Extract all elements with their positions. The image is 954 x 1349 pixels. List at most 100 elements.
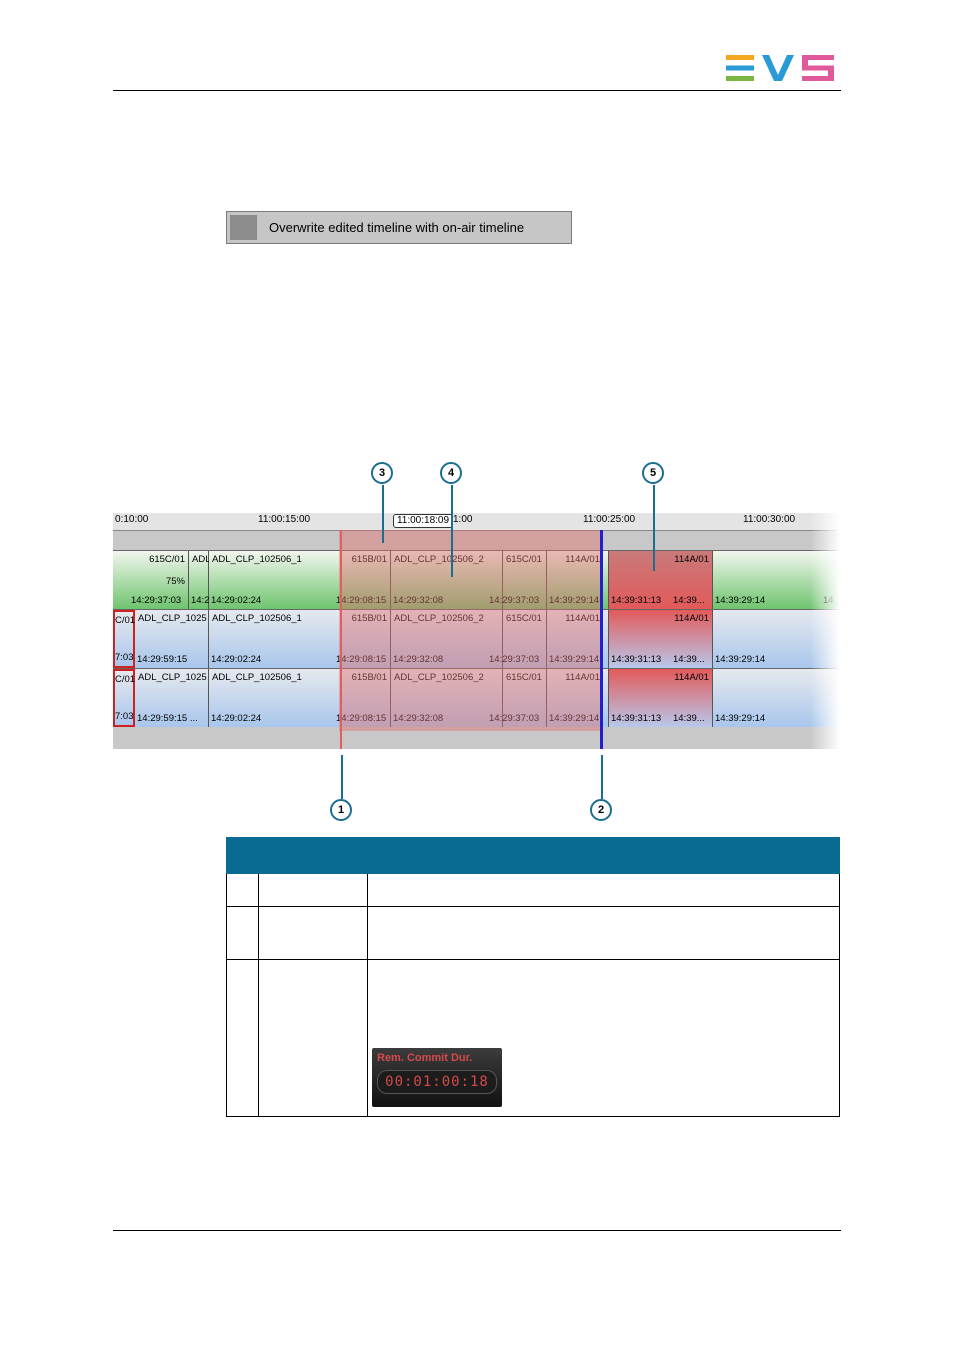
callout-pointer [653,485,655,571]
clip-name: ADL_CLP_102506_1 [212,613,302,624]
clip-name: 615B/01 [351,613,387,624]
clip-timecode: 14:39:31:13 [611,713,662,724]
callout-pointer [601,755,603,799]
commit-boundary-line [340,530,342,749]
evs-logo [726,55,834,81]
time-ruler: 0:10:00 11:00:15:00 1:00 11:00:25:00 11:… [113,513,840,531]
clip-name: 114A/01 [674,554,709,565]
timeline-clip[interactable]: ADL_CLP_1025 14:29:59:15 [135,610,209,668]
timeline-clip[interactable]: ADL 14:2 [189,551,211,609]
clip-name: 615B/01 [351,554,387,565]
clip-name: 615B/01 [351,672,387,683]
table-header-cell [226,837,368,874]
clip-name: ADL [192,554,211,565]
button-swatch [230,215,257,240]
timeline-track-3: C/01 7:03 ADL_CLP_1025 14:29:59:15 ... A… [113,668,840,727]
clip-timecode: 14:39:29:14 [715,595,766,606]
timeline-clip[interactable]: 615C/01 14:29:37:03 [489,669,547,727]
clip-name: ADL_CLP_102506_2 [394,613,484,624]
overwrite-timeline-button[interactable]: Overwrite edited timeline with on-air ti… [226,211,572,244]
timeline-clip[interactable]: 114A/01 14:39:29:14 [547,669,609,727]
clip-timecode: 14:29:08:15 [336,595,387,606]
clip-name: 615C/01 [506,672,542,683]
legend-table: Rem. Commit Dur. 00:01:00:18 [226,837,840,1117]
timeline-track-2: C/01 7:03 ADL_CLP_1025 14:29:59:15 ADL_C… [113,609,840,668]
clip-timecode: 14:29:37:03 [489,595,540,606]
timeline-clip[interactable]: 114A/01 14:39:29:14 [547,610,609,668]
timeline-clip[interactable]: 114A/01 14:39:31:13 14:39... [609,669,713,727]
table-cell [226,959,259,1117]
callout-pointer [451,485,453,577]
clip-timecode: 14:39:29:14 [715,654,766,665]
clip-timecode: 14:39:31:13 [611,654,662,665]
table-cell [367,906,840,960]
timeline-track-1: 615C/01 75% 14:29:37:03 ADL 14:2 ADL_CLP… [113,550,840,609]
clip-timecode: 14:29:08:15 [336,654,387,665]
timeline-clip[interactable]: 615B/01 14:29:08:15 [336,610,391,668]
ruler-label: 11:00:30:00 [743,514,796,525]
clip-name: 114A/01 [674,613,709,624]
timeline-clip[interactable]: C/01 7:03 [113,669,135,727]
rem-commit-duration-widget: Rem. Commit Dur. 00:01:00:18 [372,1048,502,1107]
rem-commit-label: Rem. Commit Dur. [377,1052,473,1064]
timeline-clip[interactable]: ADL_CLP_102506_2 14:29:32:08 [391,610,503,668]
clip-name: 615C/01 [506,554,542,565]
clip-name: C/01 [115,615,136,626]
clip-name: ADL_CLP_102506_2 [394,672,484,683]
timeline-clip[interactable]: ADL_CLP_102506_1 14:29:02:24 [209,551,341,609]
clip-timecode: 14:39:31:13 [611,595,662,606]
clip-name: 615C/01 [149,554,185,565]
clip-timecode: 14:39... [673,654,705,665]
clip-name: ADL_CLP_102506_2 [394,554,484,565]
clip-timecode: 14:39:29:14 [549,654,600,665]
clip-timecode: 14:39... [673,595,705,606]
clip-timecode: 14:29:08:15 [336,713,387,724]
table-row: Rem. Commit Dur. 00:01:00:18 [226,959,840,1117]
timeline-clip[interactable]: ADL_CLP_102506_2 14:29:32:08 [391,551,503,609]
clip-timecode: 7:03 [115,652,134,663]
clip-timecode: 14:29:37:03 [489,654,540,665]
clip-timecode: 14:29:37:03 [131,595,182,606]
rem-commit-value: 00:01:00:18 [377,1070,497,1094]
table-cell [226,906,259,960]
timeline-clip[interactable]: 114A/01 14:39:31:13 14:39... [609,610,713,668]
ruler-label: 1:00 [453,514,473,525]
timeline-clip[interactable]: ADL_CLP_1025 14:29:59:15 ... [135,669,209,727]
timeline-clip[interactable]: 615B/01 14:29:08:15 [336,669,391,727]
timeline-clip[interactable]: 615B/01 14:29:08:15 [336,551,391,609]
clip-timecode: 14:29:32:08 [393,654,444,665]
footer-rule [113,1230,841,1231]
timeline-view[interactable]: 0:10:00 11:00:15:00 1:00 11:00:25:00 11:… [113,513,840,749]
overwrite-button-label: Overwrite edited timeline with on-air ti… [269,220,525,235]
playhead-line[interactable] [600,530,603,749]
clip-timecode: 14:39:29:14 [715,713,766,724]
timeline-clip[interactable]: 615C/01 75% 14:29:37:03 [113,551,189,609]
clip-name: ADL_CLP_1025 [138,672,207,683]
timeline-fade [810,513,840,749]
timeline-clip[interactable]: 114A/01 14:39:31:13 14:39... [609,551,713,609]
clip-timecode: 14:29:32:08 [393,595,444,606]
timeline-clip[interactable]: C/01 7:03 [113,610,135,668]
table-cell: Rem. Commit Dur. 00:01:00:18 [367,959,840,1117]
timeline-clip[interactable]: 114A/01 14:39:29:14 [547,551,609,609]
clip-name: 615C/01 [506,613,542,624]
timeline-clip[interactable]: ADL_CLP_102506_2 14:29:32:08 [391,669,503,727]
edited-area-highlight [339,530,601,731]
callout-pointer [341,755,343,799]
clip-timecode: 14:29:02:24 [211,713,262,724]
clip-name: ADL_CLP_1025 [138,613,207,624]
clip-timecode: 14:39:29:14 [549,713,600,724]
current-time-marker: 11:00:18:09 [393,514,453,528]
timeline-clip[interactable]: ADL_CLP_102506_1 14:29:02:24 [209,669,341,727]
timeline-clip[interactable]: ADL_CLP_102506_1 14:29:02:24 [209,610,341,668]
ruler-label: 11:00:25:00 [583,514,636,525]
table-cell [257,959,369,1117]
clip-name: ADL_CLP_102506_1 [212,672,302,683]
table-cell [226,873,259,907]
clip-timecode: 7:03 [115,711,134,722]
timeline-clip[interactable]: 615C/01 14:29:37:03 [489,551,547,609]
clip-timecode: 14:29:59:15 ... [137,713,198,724]
table-row [226,906,840,960]
timeline-clip[interactable]: 615C/01 14:29:37:03 [489,610,547,668]
clip-name: C/01 [115,674,136,685]
